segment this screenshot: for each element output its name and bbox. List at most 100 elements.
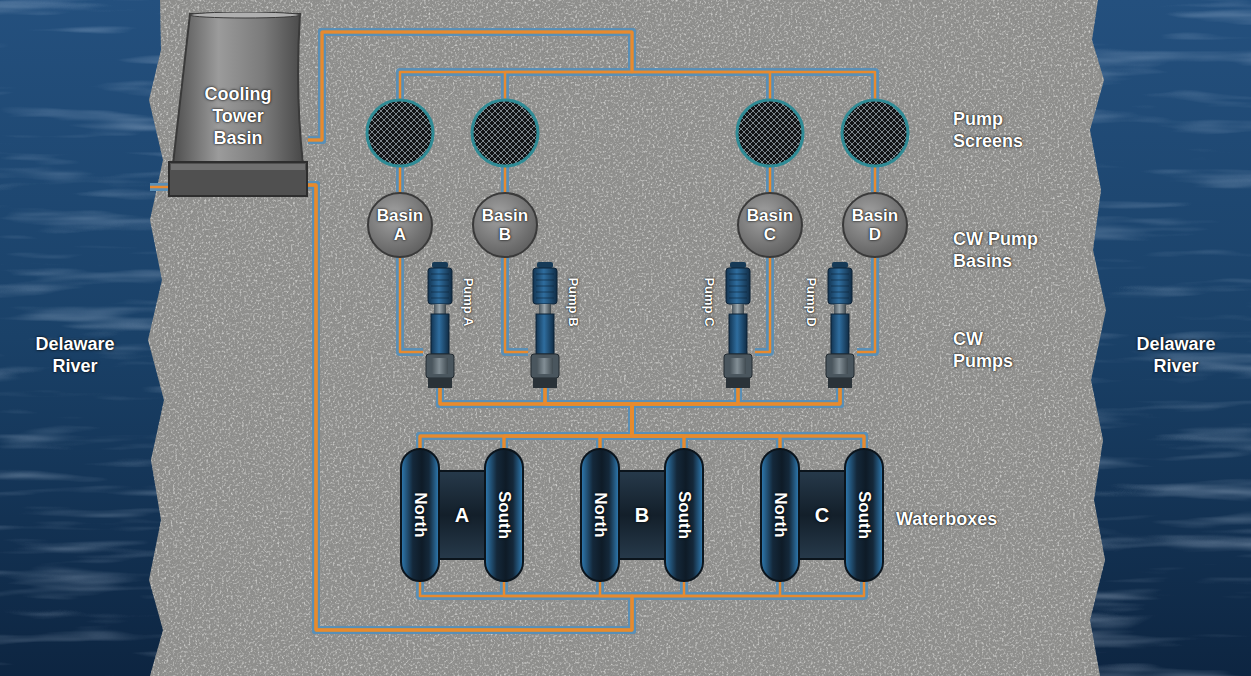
pump-basin: Basin B xyxy=(472,192,538,258)
waterbox-label: A xyxy=(455,503,469,527)
river-band: Delaware River xyxy=(1101,0,1251,676)
pump-symbol xyxy=(423,262,457,388)
waterbox-end-label: North xyxy=(770,492,790,537)
pump-basin: Basin D xyxy=(842,192,908,258)
waterbox-end: North xyxy=(760,448,800,582)
pipe xyxy=(308,32,632,192)
cooling-tower-shape xyxy=(168,12,308,198)
pump-screen xyxy=(842,100,908,166)
pipe-flow xyxy=(545,388,632,448)
section-label: Waterboxes xyxy=(896,508,997,530)
pipe xyxy=(150,183,168,191)
pipe xyxy=(308,185,632,630)
waterbox-end: North xyxy=(400,448,440,582)
pipe-flow xyxy=(545,388,780,448)
pump-screen xyxy=(367,100,433,166)
pipe xyxy=(308,185,780,630)
cooling-tower-label: Cooling Tower Basin xyxy=(192,83,284,149)
pipe-flow xyxy=(420,388,738,448)
waterbox-label: C xyxy=(815,503,829,527)
pipe xyxy=(400,258,423,352)
pipe xyxy=(440,388,864,448)
waterbox: A North South xyxy=(400,448,524,582)
waterbox: C North South xyxy=(760,448,884,582)
waterbox-end: South xyxy=(844,448,884,582)
pipe-flow xyxy=(632,388,780,448)
pipe-flow xyxy=(420,388,840,448)
pipe-flow xyxy=(755,258,770,352)
pump-basin-label: Basin D xyxy=(847,206,903,244)
pipe-flow xyxy=(632,388,864,448)
pipe-flow xyxy=(504,388,840,448)
river-band-label: Delaware River xyxy=(25,333,125,377)
pipe xyxy=(505,258,528,352)
waterbox-label: B xyxy=(635,503,649,527)
pipe-casing-group xyxy=(150,32,875,630)
pipe xyxy=(755,258,770,352)
waterbox-end-label: South xyxy=(494,491,514,539)
pipe-flow xyxy=(150,186,168,189)
pipe-flow xyxy=(504,388,738,448)
pipe-flow xyxy=(440,388,864,448)
pipe-flow xyxy=(308,185,632,630)
pipe-flow xyxy=(308,185,780,630)
cw-pump-label: Pump B xyxy=(566,277,581,326)
pipe-flow xyxy=(545,388,864,448)
pipe xyxy=(308,185,632,630)
cw-pump: Pump B xyxy=(528,262,584,388)
river-band: Delaware River xyxy=(0,0,150,676)
pipe xyxy=(308,32,770,192)
waterbox-end-label: South xyxy=(854,491,874,539)
pump-screen xyxy=(737,100,803,166)
pipe-flow xyxy=(440,388,632,448)
pipe xyxy=(308,32,632,192)
cw-pump: Pump D xyxy=(801,262,857,388)
pipe xyxy=(308,185,632,630)
pump-symbol xyxy=(823,262,857,388)
pump-symbol xyxy=(528,262,562,388)
pipe-flow xyxy=(308,32,632,192)
cw-pump-label: Pump A xyxy=(461,278,476,327)
pump-basin: Basin A xyxy=(367,192,433,258)
pipe-flow xyxy=(440,388,632,448)
pipe-flow xyxy=(440,388,780,448)
pipe-flow xyxy=(504,388,632,448)
pipe-flow xyxy=(632,388,840,448)
pump-basin-label: Basin C xyxy=(742,206,798,244)
pipe-flow xyxy=(400,258,423,352)
waterbox-end-label: North xyxy=(410,492,430,537)
waterbox-end: North xyxy=(580,448,620,582)
waterbox-end-label: South xyxy=(674,491,694,539)
pipe-flow xyxy=(632,388,864,448)
waterbox-end-label: North xyxy=(590,492,610,537)
cw-pump: Pump C xyxy=(699,262,755,388)
pipe-flow xyxy=(308,32,875,192)
pipe-flow xyxy=(308,32,632,192)
pipe xyxy=(308,185,684,630)
pipe-flow xyxy=(308,185,632,630)
section-label: CW Pump Basins xyxy=(953,228,1048,272)
pipe xyxy=(632,388,864,448)
pump-symbol xyxy=(721,262,755,388)
pump-basin-label: Basin B xyxy=(477,206,533,244)
waterbox: B North South xyxy=(580,448,704,582)
pipe-flow xyxy=(308,185,864,630)
cw-pump: Pump A xyxy=(423,262,479,388)
pipe-flow xyxy=(600,388,738,448)
pipe-flow xyxy=(600,388,840,448)
pipe-flow-group xyxy=(150,32,875,630)
pump-screen xyxy=(472,100,538,166)
pump-basin-label: Basin A xyxy=(372,206,428,244)
pipe xyxy=(857,258,875,352)
waterbox-end: South xyxy=(484,448,524,582)
pipe-flow xyxy=(308,185,632,630)
pipe-flow xyxy=(505,258,528,352)
waterbox-end: South xyxy=(664,448,704,582)
river-band-label: Delaware River xyxy=(1126,333,1226,377)
section-label: CW Pumps xyxy=(953,328,1019,372)
pipe xyxy=(308,185,864,630)
cooling-tower: Cooling Tower Basin xyxy=(168,12,308,198)
pipe-flow xyxy=(308,32,770,192)
